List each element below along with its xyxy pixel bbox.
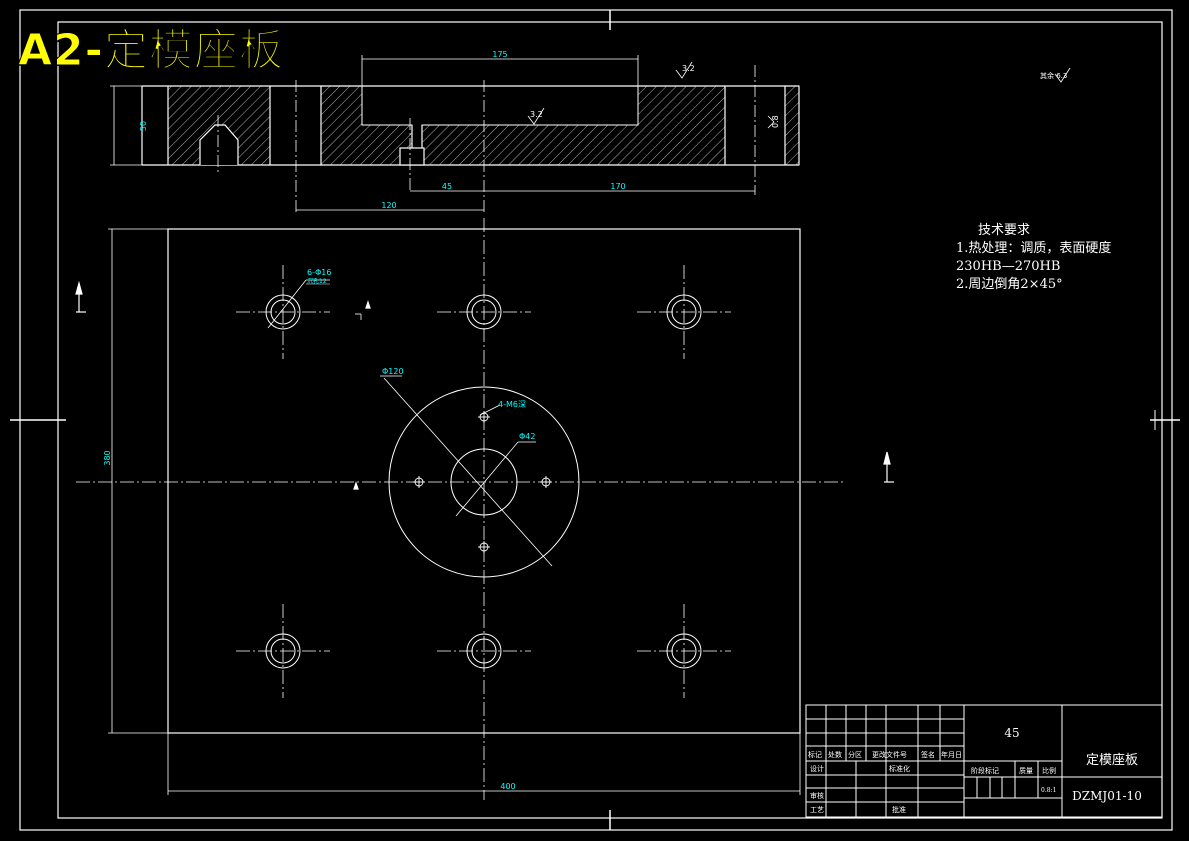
roughness-a: 3.2 — [682, 64, 695, 73]
dim-plan-width: 400 — [500, 782, 515, 791]
drawing-title-banner: A2-定模座板 — [18, 25, 284, 77]
tb-h-mark: 标记 — [808, 750, 822, 759]
title-block — [805, 704, 1163, 818]
tb-drawing-no: DZMJ01-10 — [1072, 789, 1142, 803]
dim-175: 175 — [492, 50, 507, 59]
tb-part-name: 定模座板 — [1086, 753, 1138, 768]
dim-120: 120 — [381, 201, 396, 210]
tb-h-zone: 分区 — [848, 750, 862, 759]
dim-big-circle: Φ120 — [382, 367, 404, 376]
dim-plan-height: 380 — [103, 450, 112, 465]
tech-requirements: 技术要求 1.热处理：调质，表面硬度 230HB—270HB 2.周边倒角2×4… — [956, 222, 1111, 294]
locating-ring-circle — [388, 386, 580, 578]
counterbore-holes — [236, 265, 731, 698]
dim-section-height: 50 — [139, 121, 148, 131]
tb-h-weight: 质量 — [1019, 766, 1033, 775]
dim-threads: 4-M6深 — [498, 400, 526, 409]
tb-h-scale: 比例 — [1042, 766, 1056, 775]
tb-h-sign: 签名 — [921, 750, 935, 759]
drawing-frame — [10, 9, 1180, 831]
tb-h-count: 处数 — [828, 750, 842, 759]
plate-outline — [167, 228, 801, 734]
tb-r-std: 标准化 — [889, 764, 910, 773]
tb-r-process: 工艺 — [810, 806, 824, 814]
section-hatch-far-right — [784, 85, 800, 166]
tb-material: 45 — [1004, 726, 1019, 740]
tb-r-approve: 批准 — [892, 805, 906, 814]
section-view: 175 50 45 120 170 3.2 3.2 0.8 — [110, 50, 800, 212]
tech-req-line2: 230HB—270HB — [956, 259, 1061, 274]
tech-req-line1: 1.热处理：调质，表面硬度 — [956, 241, 1112, 256]
dim-holes-sub: 沉孔12 — [307, 277, 327, 285]
tb-r-check: 审核 — [810, 791, 824, 800]
tb-h-docno: 更改文件号 — [872, 750, 907, 759]
tech-req-line3: 2.周边倒角2×45° — [956, 277, 1063, 292]
tech-req-title: 技术要求 — [978, 223, 1031, 238]
roughness-c: 0.8 — [771, 115, 780, 128]
plan-view: 6-Φ16 沉孔12 Φ120 4-M6深 Φ42 380 400 — [75, 218, 894, 800]
section-hatch-right — [421, 85, 726, 166]
sprue-hole-circle — [450, 448, 518, 516]
section-hatch-mid — [320, 85, 413, 166]
tb-scale: 0.8:1 — [1041, 787, 1056, 794]
roughness-b: 3.2 — [530, 110, 543, 119]
dim-170: 170 — [610, 182, 625, 191]
roughness-note: 其余 6.3 — [1040, 71, 1067, 80]
dim-center: Φ42 — [519, 432, 535, 441]
tb-h-stage: 阶段标记 — [971, 766, 999, 775]
tb-h-date: 年月日 — [941, 750, 962, 759]
dim-45: 45 — [442, 182, 452, 191]
dim-holes: 6-Φ16 — [307, 268, 331, 277]
tb-r-design: 设计 — [810, 764, 824, 773]
